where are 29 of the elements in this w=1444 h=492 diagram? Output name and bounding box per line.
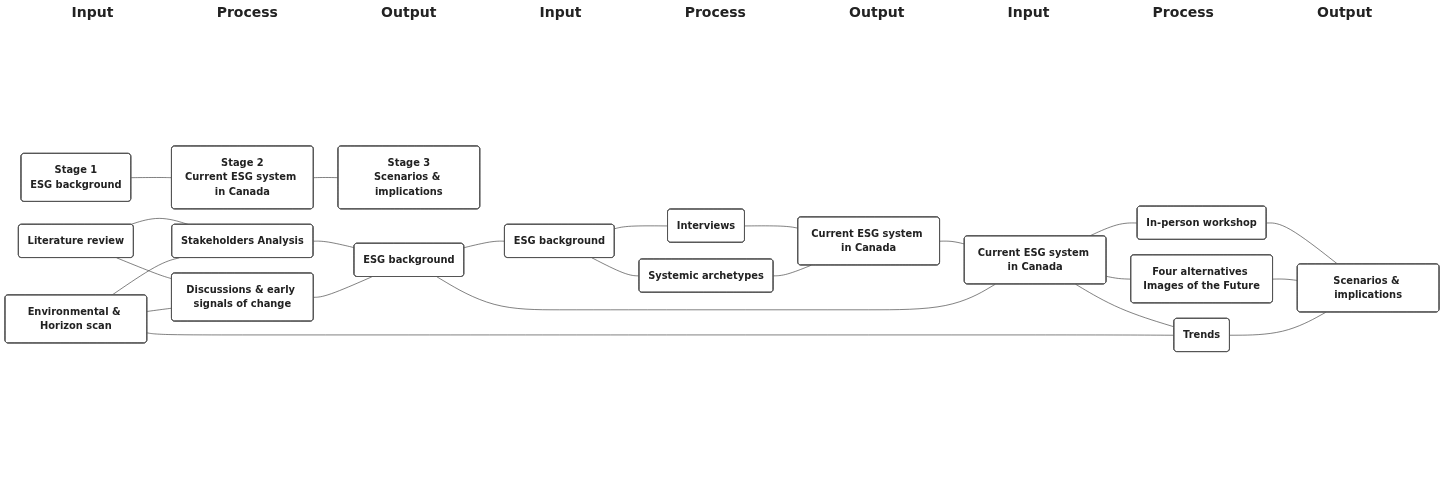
connector (1106, 276, 1132, 280)
column-heading: Input (71, 4, 114, 20)
connector (591, 257, 640, 277)
column-heading: Process (1152, 4, 1214, 20)
column-heading: Output (1317, 4, 1373, 20)
column-heading: Output (849, 4, 905, 20)
connector (313, 276, 373, 298)
connector (313, 241, 355, 249)
column-heading: Process (684, 4, 746, 20)
column-heading: Input (1007, 4, 1050, 20)
connector (1266, 222, 1339, 265)
connector (313, 177, 339, 179)
connector (1229, 312, 1327, 336)
connector (1075, 284, 1175, 328)
connector (939, 241, 965, 245)
connector (614, 225, 669, 230)
connector (1272, 278, 1298, 281)
connector (744, 225, 799, 229)
column-heading: Process (216, 4, 278, 20)
connector (1089, 222, 1138, 237)
column-heading: Input (539, 4, 582, 20)
connector (463, 241, 506, 249)
connector (146, 332, 1175, 336)
connector (111, 257, 180, 296)
connector (146, 308, 173, 312)
connector (116, 257, 173, 280)
connector (130, 177, 173, 179)
column-heading: Output (381, 4, 437, 20)
connector (436, 276, 996, 311)
